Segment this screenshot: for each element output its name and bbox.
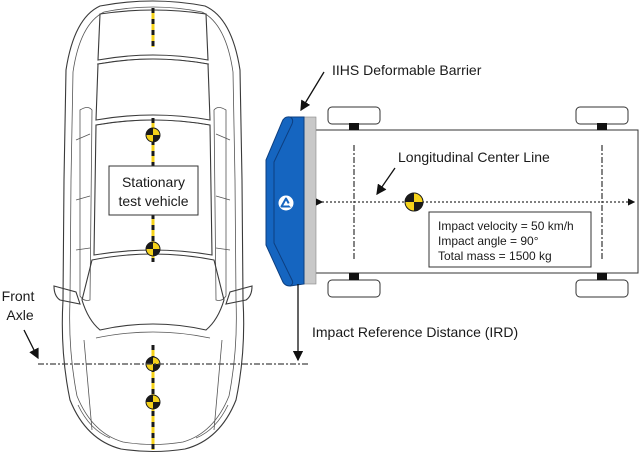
ird-label: Impact Reference Distance (IRD) — [312, 324, 518, 340]
crash-test-target-icon — [145, 127, 161, 143]
wheel-rear-right — [575, 279, 629, 298]
left-side-mirror — [53, 285, 81, 305]
total-mass-text: Total mass = 1500 kg — [438, 249, 552, 263]
windshield — [81, 253, 225, 331]
crash-test-target-icon — [145, 394, 161, 410]
rear-window — [97, 9, 209, 61]
impact-velocity-text: Impact velocity = 50 km/h — [438, 219, 574, 233]
stationary-vehicle-label-line1: Stationary — [122, 174, 185, 190]
front-axle-label-line1: Front — [2, 288, 35, 304]
center-line-label-arrow — [376, 167, 396, 196]
moving-deformable-barrier: Impact velocity = 50 km/h Impact angle =… — [265, 106, 639, 298]
wheel-rear-left — [575, 106, 629, 125]
barrier-label: IIHS Deformable Barrier — [332, 62, 482, 78]
front-axle-label-line2: Axle — [6, 307, 33, 323]
barrier-label-arrow — [300, 71, 325, 112]
car-body-inner-outline — [69, 6, 237, 445]
wheel-front-left — [327, 106, 381, 125]
test-parameters-box — [428, 211, 592, 268]
stationary-test-vehicle: Stationary test vehicle — [53, 0, 253, 453]
impact-angle-text: Impact angle = 90° — [438, 234, 539, 248]
cabin-panel — [93, 119, 213, 256]
center-line-label: Longitudinal Center Line — [398, 149, 550, 165]
crash-test-target-icon — [404, 192, 424, 212]
barrier-face — [303, 116, 317, 285]
car-body-outline — [61, 0, 245, 453]
right-side-mirror — [225, 285, 253, 305]
front-axle-arrow — [23, 329, 39, 360]
stationary-vehicle-label-box — [108, 165, 199, 216]
roof-panel — [95, 58, 211, 121]
stationary-vehicle-label-line2: test vehicle — [118, 193, 188, 209]
a-triangle-logo-icon — [278, 195, 294, 211]
wheel-front-right — [327, 279, 381, 298]
crash-test-target-icon — [145, 241, 161, 257]
